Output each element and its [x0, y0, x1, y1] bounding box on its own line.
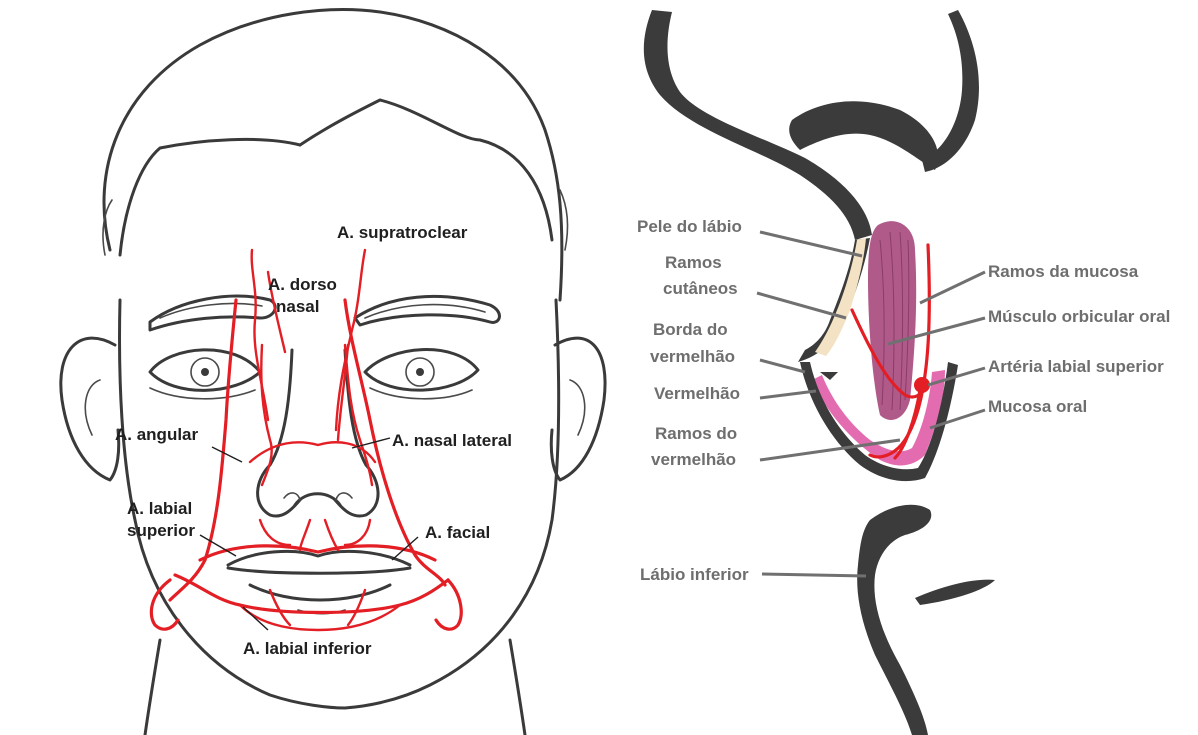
label-musculo-orbicular: Músculo orbicular oral	[988, 307, 1170, 326]
label-facial: A. facial	[425, 523, 490, 542]
left-nostril	[284, 493, 300, 500]
label-borda-vermelhao-line1: Borda do	[653, 320, 728, 339]
left-ear	[61, 338, 119, 480]
label-nasal-lateral: A. nasal lateral	[392, 431, 512, 450]
profile-lower-lip-mark	[915, 580, 995, 605]
artery-columella-right	[325, 520, 338, 550]
label-dorso-nasal-line1: A. dorso	[268, 275, 337, 294]
profile-nostril	[789, 101, 938, 170]
artery-labial-inferior	[175, 575, 448, 613]
label-ramos-vermelhao-line2: vermelhão	[651, 450, 736, 469]
leader-ramos-cutaneos	[757, 293, 846, 318]
artery-corner-left	[151, 580, 178, 629]
right-pupil	[416, 368, 424, 376]
label-labial-superior-line2: superior	[127, 521, 195, 540]
right-ear-inner	[570, 380, 585, 435]
artery-facial-left	[170, 300, 236, 600]
leader-labio-inferior	[762, 574, 866, 576]
artery-nose-base-right	[345, 520, 370, 545]
label-pele-labio: Pele do lábio	[637, 217, 742, 236]
face-labels: A. supratroclear A. dorso nasal A. angul…	[115, 223, 512, 658]
label-labio-inferior: Lábio inferior	[640, 565, 749, 584]
artery-nasal-lateral	[250, 442, 375, 462]
label-ramos-cutaneos-line1: Ramos	[665, 253, 722, 272]
nose-tip	[295, 494, 340, 505]
hairline-left	[120, 139, 300, 255]
profile-lower-lip	[857, 505, 931, 735]
label-ramos-vermelhao-line1: Ramos do	[655, 424, 737, 443]
right-nostril	[336, 493, 352, 500]
label-dorso-nasal-line2: nasal	[276, 297, 319, 316]
leader-vermelhao	[760, 391, 816, 398]
label-labial-inferior: A. labial inferior	[243, 639, 372, 658]
leader-angular	[212, 447, 242, 462]
label-borda-vermelhao-line2: vermelhão	[650, 347, 735, 366]
mouth-line	[228, 568, 410, 573]
label-vermelhao: Vermelhão	[654, 384, 740, 403]
hair-outline	[104, 10, 562, 300]
left-ear-inner	[85, 380, 100, 435]
face-sketch	[61, 10, 605, 735]
artery-nose-base-left	[260, 520, 290, 545]
label-mucosa-oral: Mucosa oral	[988, 397, 1087, 416]
upper-lip	[228, 551, 410, 565]
label-labial-superior-line1: A. labial	[127, 499, 192, 518]
muscle-orbicularis	[868, 221, 916, 420]
label-arteria-labial-superior: Artéria labial superior	[988, 357, 1164, 376]
neck-right	[510, 640, 525, 735]
label-supratroclear: A. supratroclear	[337, 223, 468, 242]
label-ramos-cutaneos-line2: cutâneos	[663, 279, 738, 298]
nose-left	[258, 350, 300, 516]
lip-profile	[644, 10, 995, 735]
neck-left	[145, 640, 160, 735]
left-pupil	[201, 368, 209, 376]
artery-columella-left	[300, 520, 310, 550]
label-angular: A. angular	[115, 425, 199, 444]
hairline-right	[300, 100, 552, 240]
leader-pele-labio	[760, 232, 862, 256]
label-ramos-mucosa: Ramos da mucosa	[988, 262, 1139, 281]
artery-supratrochlear-left	[252, 250, 268, 420]
lip-artery-labial-superior-dot	[914, 377, 930, 393]
